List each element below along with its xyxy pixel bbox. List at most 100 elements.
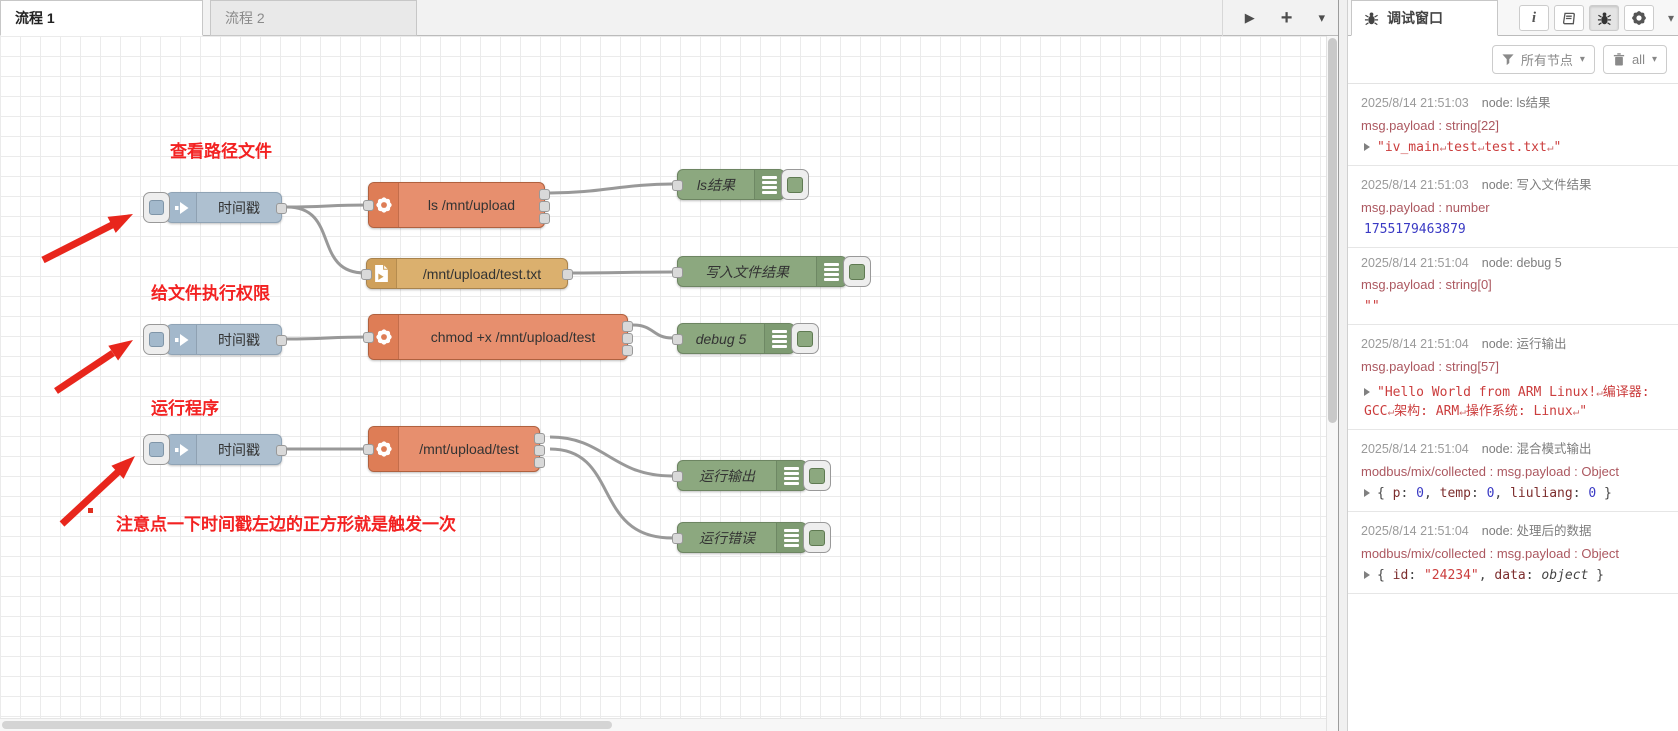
tab-debug-window[interactable]: 调试窗口 bbox=[1351, 0, 1498, 36]
inject-node-3[interactable]: 时间戳 bbox=[143, 434, 287, 465]
scrollbar-thumb[interactable] bbox=[2, 721, 612, 729]
debug-enable-toggle[interactable] bbox=[781, 169, 809, 200]
debug-value[interactable]: { p: 0, temp: 0, liuliang: 0 } bbox=[1361, 486, 1668, 501]
wire[interactable] bbox=[572, 270, 673, 275]
wire[interactable] bbox=[286, 203, 368, 209]
help-button[interactable] bbox=[1554, 5, 1584, 31]
input-port[interactable] bbox=[672, 179, 683, 191]
input-port[interactable] bbox=[363, 200, 374, 211]
debug-value[interactable]: { id: "24234", data: object } bbox=[1361, 568, 1668, 583]
debug-toggle-square[interactable] bbox=[797, 330, 813, 347]
debug-enable-toggle[interactable] bbox=[843, 256, 871, 287]
tab-flow-1[interactable]: 流程 1 bbox=[0, 0, 203, 36]
inject-trigger-square[interactable] bbox=[149, 332, 164, 347]
debug-node-run-output[interactable]: 运行输出 bbox=[672, 460, 831, 491]
output-port[interactable] bbox=[276, 444, 287, 456]
expand-caret-icon[interactable] bbox=[1364, 489, 1370, 497]
exec-node-ls[interactable]: ls /mnt/upload bbox=[363, 182, 550, 228]
output-port-2[interactable] bbox=[534, 445, 545, 456]
debug-source-node: node: debug 5 bbox=[1481, 256, 1562, 270]
expand-caret-icon[interactable] bbox=[1364, 571, 1370, 579]
chevron-down-icon: ▾ bbox=[1579, 54, 1585, 65]
output-port-1[interactable] bbox=[539, 189, 550, 200]
canvas-vertical-scrollbar[interactable] bbox=[1326, 36, 1338, 731]
scrollbar-thumb[interactable] bbox=[1328, 38, 1337, 423]
wire[interactable] bbox=[632, 323, 673, 340]
wire[interactable] bbox=[549, 435, 673, 478]
inject-trigger-button[interactable] bbox=[143, 434, 170, 465]
inject-trigger-square[interactable] bbox=[149, 200, 164, 215]
debug-toggle-square[interactable] bbox=[809, 467, 825, 484]
expand-caret-icon[interactable] bbox=[1364, 388, 1370, 396]
add-flow-icon[interactable]: + bbox=[1280, 6, 1293, 29]
input-port[interactable] bbox=[672, 266, 683, 278]
debug-meta: msg.payload : string[22] bbox=[1361, 118, 1500, 133]
debug-source-node: node: 写入文件结果 bbox=[1481, 178, 1592, 192]
debug-button[interactable] bbox=[1589, 5, 1619, 31]
output-port[interactable] bbox=[276, 334, 287, 346]
debug-toggle-square[interactable] bbox=[809, 529, 825, 546]
wire[interactable] bbox=[549, 447, 673, 540]
annotation-run-program: 运行程序 bbox=[151, 399, 219, 418]
inject-trigger-button[interactable] bbox=[143, 192, 170, 223]
node-label: 时间戳 bbox=[218, 331, 260, 348]
output-port-3[interactable] bbox=[534, 457, 545, 468]
debug-value-text: { p: 0, temp: 0, liuliang: 0 } bbox=[1377, 486, 1612, 501]
tab-scroll-right-icon[interactable]: ▶ bbox=[1244, 10, 1255, 25]
exec-node-run[interactable]: /mnt/upload/test bbox=[363, 426, 545, 472]
wire[interactable] bbox=[286, 335, 368, 341]
input-port[interactable] bbox=[361, 268, 372, 280]
sidebar-menu-caret-icon[interactable]: ▾ bbox=[1667, 11, 1674, 25]
input-port[interactable] bbox=[363, 332, 374, 343]
clear-scope-label: all bbox=[1631, 52, 1645, 67]
red-dot-mark bbox=[88, 508, 93, 513]
output-port-2[interactable] bbox=[622, 333, 633, 344]
flow-canvas[interactable]: 查看路径文件 给文件执行权限 运行程序 注意点一下时间戳左边的正方形就是触发一次… bbox=[0, 36, 1326, 731]
filter-nodes-button[interactable]: 所有节点 ▾ bbox=[1491, 45, 1595, 74]
wire[interactable] bbox=[286, 205, 366, 275]
debug-value[interactable]: "iv_main↵test↵test.txt↵" bbox=[1361, 140, 1668, 155]
clear-messages-button[interactable]: all ▾ bbox=[1602, 45, 1667, 74]
input-port[interactable] bbox=[672, 470, 683, 482]
output-port-3[interactable] bbox=[622, 345, 633, 356]
output-port-2[interactable] bbox=[539, 201, 550, 212]
annotation-grant-exec-permission: 给文件执行权限 bbox=[151, 284, 270, 303]
input-port[interactable] bbox=[672, 532, 683, 544]
debug-toggle-square[interactable] bbox=[849, 263, 865, 280]
debug-node-ls-result[interactable]: ls结果 bbox=[672, 169, 809, 200]
tab-flow-2[interactable]: 流程 2 bbox=[210, 0, 417, 36]
output-port-1[interactable] bbox=[534, 433, 545, 444]
file-node[interactable]: /mnt/upload/test.txt bbox=[361, 258, 573, 289]
debug-toggle-square[interactable] bbox=[787, 176, 803, 193]
debug-value[interactable]: 1755179463879 bbox=[1361, 222, 1668, 237]
output-port-3[interactable] bbox=[539, 213, 550, 224]
sidebar-resize-handle[interactable] bbox=[1338, 0, 1348, 731]
debug-list-icon bbox=[764, 324, 794, 353]
canvas-horizontal-scrollbar[interactable] bbox=[0, 718, 1326, 731]
input-port[interactable] bbox=[672, 333, 683, 345]
output-port[interactable] bbox=[562, 268, 573, 280]
inject-trigger-square[interactable] bbox=[149, 442, 164, 457]
inject-node-2[interactable]: 时间戳 bbox=[143, 324, 287, 355]
debug-enable-toggle[interactable] bbox=[803, 460, 831, 491]
input-port[interactable] bbox=[363, 444, 374, 455]
debug-node-write-result[interactable]: 写入文件结果 bbox=[672, 256, 871, 287]
output-port-1[interactable] bbox=[622, 321, 633, 332]
debug-value[interactable]: "" bbox=[1361, 299, 1668, 314]
inject-arrow-icon bbox=[167, 325, 197, 354]
debug-node-debug5[interactable]: debug 5 bbox=[672, 323, 819, 354]
debug-value[interactable]: "Hello World from ARM Linux!↵编译器: GCC↵架构… bbox=[1361, 381, 1668, 419]
inject-trigger-button[interactable] bbox=[143, 324, 170, 355]
debug-enable-toggle[interactable] bbox=[803, 522, 831, 553]
expand-caret-icon[interactable] bbox=[1364, 143, 1370, 151]
inject-node-1[interactable]: 时间戳 bbox=[143, 192, 287, 223]
settings-button[interactable] bbox=[1624, 5, 1654, 31]
exec-node-chmod[interactable]: chmod +x /mnt/upload/test bbox=[363, 314, 633, 360]
bug-icon bbox=[1364, 12, 1379, 25]
flow-list-caret-icon[interactable]: ▾ bbox=[1318, 10, 1325, 25]
info-button[interactable]: i bbox=[1519, 5, 1549, 31]
wire[interactable] bbox=[549, 182, 673, 195]
debug-enable-toggle[interactable] bbox=[791, 323, 819, 354]
debug-node-run-error[interactable]: 运行错误 bbox=[672, 522, 831, 553]
output-port[interactable] bbox=[276, 202, 287, 214]
